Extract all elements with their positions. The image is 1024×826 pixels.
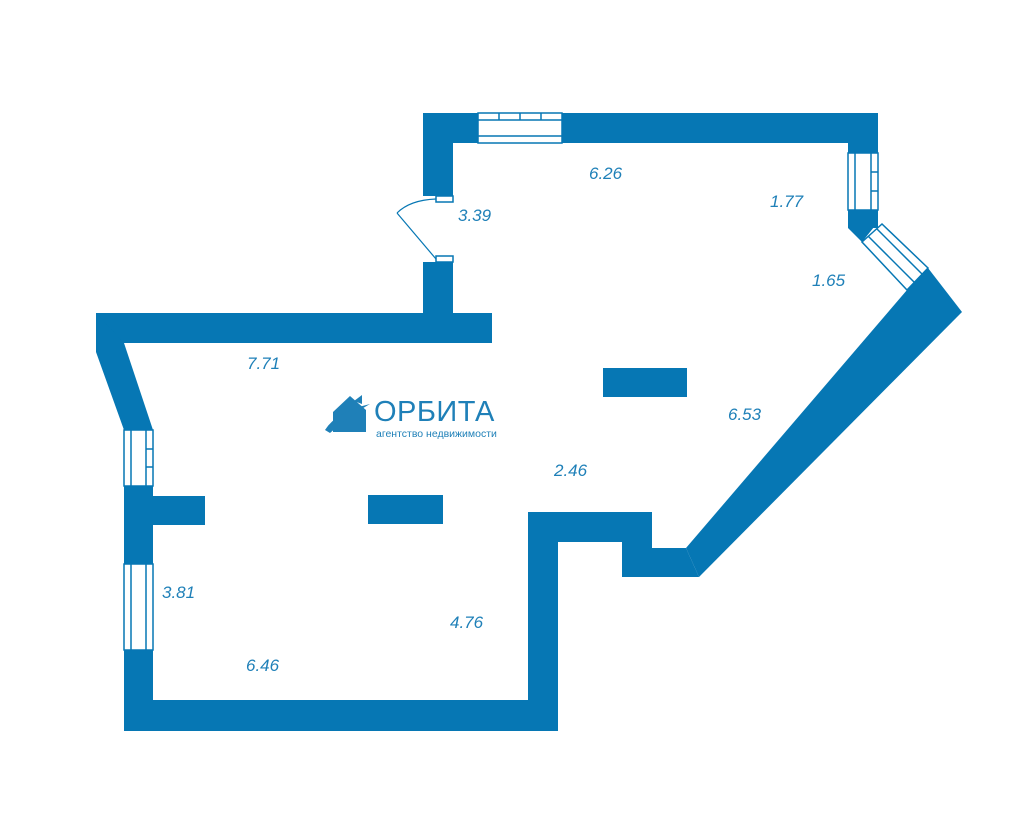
dim-top-wall: 6.26 xyxy=(589,164,623,183)
dim-center: 2.46 xyxy=(553,461,588,480)
wall-right-corner xyxy=(848,210,878,242)
door-jamb-bottom xyxy=(435,255,454,263)
dim-upper-right-short: 1.77 xyxy=(770,192,804,211)
door-jamb-top xyxy=(435,195,454,203)
dim-right-diagonal: 6.53 xyxy=(728,405,762,424)
logo-tagline: агентство недвижимости xyxy=(376,428,497,440)
wall-bottom xyxy=(124,700,558,731)
wall-entry-upper xyxy=(423,113,453,196)
walls xyxy=(96,113,962,731)
wall-inner-vertical xyxy=(528,512,558,731)
wall-left-stub xyxy=(124,496,205,525)
door-leaf xyxy=(396,212,437,260)
window-bevel xyxy=(860,222,930,292)
wall-right-upper xyxy=(848,113,878,153)
dimension-labels: 6.26 3.39 1.77 1.65 7.71 6.53 2.46 3.81 … xyxy=(162,164,846,675)
dim-entry-wall: 3.39 xyxy=(458,206,492,225)
wall-top xyxy=(562,113,878,143)
window-top xyxy=(477,112,563,144)
dim-left-lower-wall: 3.81 xyxy=(162,583,195,602)
window-left-lower xyxy=(123,563,154,651)
door-swing-arc xyxy=(396,198,437,214)
column-left xyxy=(368,495,443,524)
wall-left-angled xyxy=(96,313,153,430)
windows xyxy=(123,112,930,651)
dim-lower-inner-wall: 4.76 xyxy=(450,613,484,632)
dim-right-bevel: 1.65 xyxy=(812,271,846,290)
wall-right-diagonal xyxy=(686,268,962,577)
house-orbit-icon xyxy=(325,395,370,433)
wall-upper-left xyxy=(96,313,492,343)
entry-door[interactable] xyxy=(396,198,437,260)
wall-left-bottom xyxy=(124,650,153,731)
company-logo: ОРБИТА агентство недвижимости xyxy=(325,395,497,440)
window-left-upper xyxy=(123,429,154,487)
dim-bottom-wall: 6.46 xyxy=(246,656,280,675)
logo-name: ОРБИТА xyxy=(374,396,495,428)
window-right xyxy=(847,152,879,211)
column-right xyxy=(603,368,687,397)
dim-left-top-wall: 7.71 xyxy=(247,354,280,373)
